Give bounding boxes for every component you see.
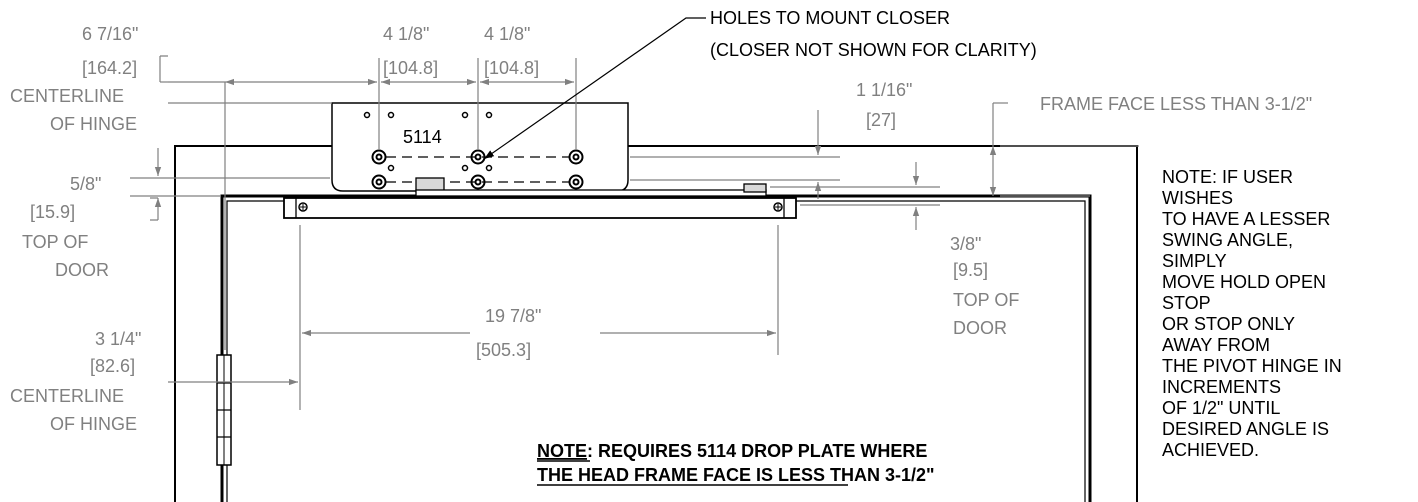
dim-5-8-metric: [15.9] bbox=[30, 202, 75, 222]
top-of-door-left-line1: TOP OF bbox=[22, 232, 88, 252]
dim-6-7-16-metric: [164.2] bbox=[82, 58, 137, 78]
note-right-line: MOVE HOLD OPEN bbox=[1162, 272, 1326, 292]
dim-1-1-16-metric: [27] bbox=[866, 110, 896, 130]
dim-3-8-metric: [9.5] bbox=[953, 260, 988, 280]
plate-small-holes bbox=[363, 111, 493, 172]
note-right-line: STOP bbox=[1162, 293, 1211, 313]
dim-4-1-8-b-metric: [104.8] bbox=[484, 58, 539, 78]
drop-plate-5114: 5114 bbox=[331, 102, 629, 192]
closer-arm bbox=[415, 177, 767, 197]
dim-3-1-4-imperial: 3 1/4" bbox=[95, 329, 141, 349]
dim-6-7-16-imperial: 6 7/16" bbox=[82, 24, 138, 44]
frame-face-label: FRAME FACE LESS THAN 3-1/2" bbox=[1040, 94, 1312, 114]
drop-plate-note: NOTE: REQUIRES 5114 DROP PLATE WHERE THE… bbox=[537, 441, 935, 486]
extension-lines bbox=[130, 58, 1139, 410]
centerline-hinge-top-line2: OF HINGE bbox=[50, 114, 137, 134]
note-right-line: INCREMENTS bbox=[1162, 377, 1281, 397]
plate-mounting-holes bbox=[371, 149, 584, 190]
holes-label: HOLES TO MOUNT CLOSER (CLOSER NOT SHOWN … bbox=[710, 8, 1037, 60]
top-of-door-right-line2: DOOR bbox=[953, 318, 1007, 338]
dim-19-7-8-metric: [505.3] bbox=[476, 340, 531, 360]
note-right-line: SWING ANGLE, bbox=[1162, 230, 1293, 250]
dim-5-8-imperial: 5/8" bbox=[70, 174, 101, 194]
dim-4-1-8-b-imperial: 4 1/8" bbox=[484, 24, 530, 44]
track-rail bbox=[283, 197, 797, 219]
holes-leader bbox=[483, 17, 706, 160]
holes-label-line2: (CLOSER NOT SHOWN FOR CLARITY) bbox=[710, 40, 1037, 60]
note-prefix: NOTE bbox=[537, 441, 587, 461]
drop-plate-note-line2: THE HEAD FRAME FACE IS LESS THAN 3-1/2" bbox=[537, 465, 935, 485]
dimension-lines bbox=[150, 55, 1008, 386]
dim-19-7-8-imperial: 19 7/8" bbox=[485, 306, 541, 326]
gray-labels: CENTERLINE OF HINGE TOP OF DOOR TOP OF D… bbox=[10, 86, 1312, 434]
drop-plate-note-line1: NOTE: REQUIRES 5114 DROP PLATE WHERE bbox=[537, 441, 927, 461]
note-right-line: THE PIVOT HINGE IN bbox=[1162, 356, 1342, 376]
swing-angle-note: NOTE: IF USER WISHES TO HAVE A LESSER SW… bbox=[1162, 167, 1342, 460]
note-line1-rest: : REQUIRES 5114 DROP PLATE WHERE bbox=[587, 441, 927, 461]
dim-4-1-8-a-metric: [104.8] bbox=[383, 58, 438, 78]
dim-1-1-16-imperial: 1 1/16" bbox=[856, 80, 912, 100]
note-right-line: OF 1/2" UNTIL bbox=[1162, 398, 1280, 418]
plate-number-label: 5114 bbox=[403, 127, 442, 147]
centerline-hinge-bottom-line2: OF HINGE bbox=[50, 414, 137, 434]
top-of-door-right-line1: TOP OF bbox=[953, 290, 1019, 310]
note-right-line: TO HAVE A LESSER bbox=[1162, 209, 1330, 229]
hinge bbox=[216, 354, 232, 466]
note-right-line: AWAY FROM bbox=[1162, 335, 1270, 355]
centerline-hinge-bottom-line1: CENTERLINE bbox=[10, 386, 124, 406]
dim-4-1-8-a-imperial: 4 1/8" bbox=[383, 24, 429, 44]
note-right-line: ACHIEVED. bbox=[1162, 440, 1259, 460]
dim-3-8-imperial: 3/8" bbox=[950, 234, 981, 254]
dimension-texts: 6 7/16" [164.2] 4 1/8" [104.8] 4 1/8" [1… bbox=[30, 24, 988, 376]
top-of-door-left-line2: DOOR bbox=[55, 260, 109, 280]
note-right-line: SIMPLY bbox=[1162, 251, 1227, 271]
note-right-line: DESIRED ANGLE IS bbox=[1162, 419, 1329, 439]
holes-label-line1: HOLES TO MOUNT CLOSER bbox=[710, 8, 950, 28]
dim-3-1-4-metric: [82.6] bbox=[90, 356, 135, 376]
centerline-hinge-top-line1: CENTERLINE bbox=[10, 86, 124, 106]
note-right-line: OR STOP ONLY bbox=[1162, 314, 1295, 334]
note-right-line: NOTE: IF USER bbox=[1162, 167, 1293, 187]
note-right-line: WISHES bbox=[1162, 188, 1233, 208]
